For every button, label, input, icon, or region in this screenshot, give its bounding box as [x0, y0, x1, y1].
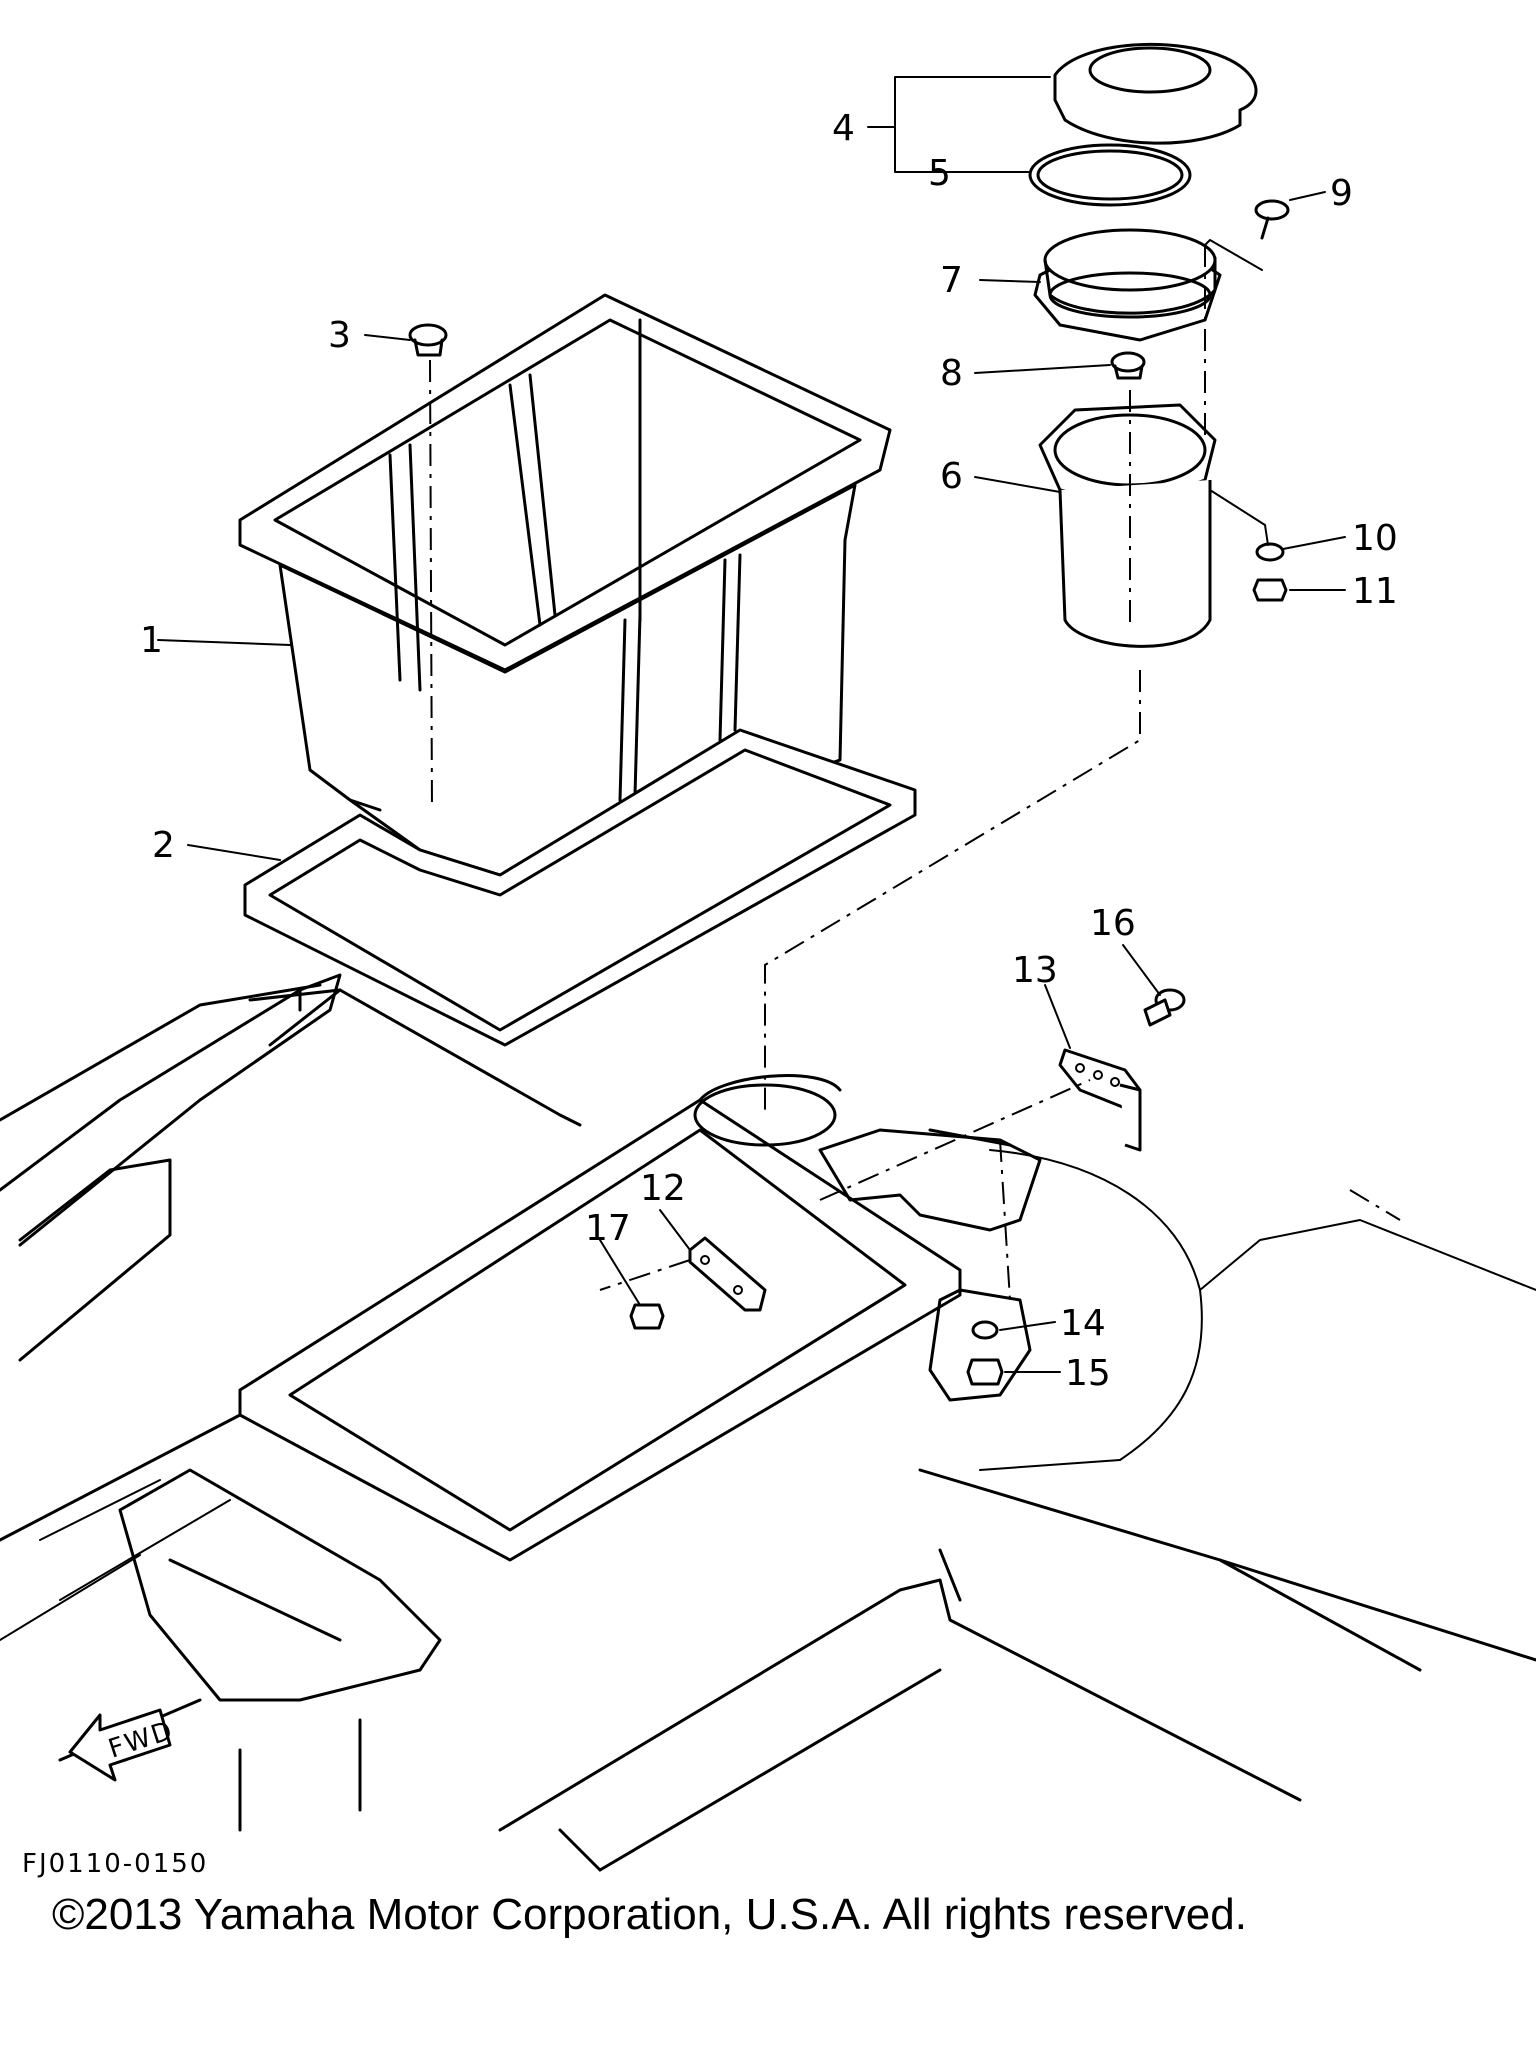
- nut-11: [1252, 578, 1288, 602]
- leader-latch-line: [819, 1079, 1091, 1201]
- latch-plate: [688, 1236, 767, 1312]
- callout-7: 7: [940, 260, 963, 301]
- screw-9: [1254, 199, 1290, 240]
- leader-dash-12: [599, 1259, 691, 1291]
- callout-3: 3: [328, 315, 351, 356]
- plug-8: [1110, 351, 1146, 380]
- copyright-notice: ©2013 Yamaha Motor Corporation, U.S.A. A…: [52, 1890, 1247, 1939]
- leader-9-bend: [1204, 239, 1263, 271]
- callout-16: 16: [1090, 903, 1136, 944]
- callout-5: 5: [928, 153, 951, 194]
- drain-plug-3: [408, 323, 448, 357]
- callout-17: 17: [585, 1208, 631, 1249]
- nut-17: [629, 1303, 665, 1330]
- callout-12: 12: [640, 1168, 686, 1209]
- callout-13: 13: [1012, 950, 1058, 991]
- bolt-16: [1143, 988, 1186, 1027]
- hook-bracket: [1058, 1048, 1142, 1152]
- leader-dash-3: [429, 359, 433, 811]
- callout-1: 1: [140, 620, 163, 661]
- callout-2: 2: [152, 825, 175, 866]
- fwd-arrow-icon: FWD: [68, 1708, 178, 1782]
- callout-15: 15: [1065, 1353, 1111, 1394]
- callout-4: 4: [832, 108, 855, 149]
- filler-neck: [1033, 228, 1222, 342]
- filler-cap: [1053, 42, 1258, 145]
- storage-box-mat: [243, 728, 917, 1047]
- leader-10-bend: [1209, 489, 1269, 546]
- callout-11: 11: [1352, 571, 1398, 612]
- callout-10: 10: [1352, 518, 1398, 559]
- washer-14: [971, 1320, 999, 1340]
- nut-15: [966, 1358, 1004, 1386]
- figure-code: FJ0110-0150: [22, 1849, 208, 1879]
- callout-8: 8: [940, 353, 963, 394]
- callout-leaders: [157, 76, 1346, 1373]
- fuel-container: [1038, 390, 1217, 648]
- hull-deck-outline: [0, 973, 1536, 1872]
- washer-10: [1255, 542, 1285, 562]
- callout-6: 6: [940, 456, 963, 497]
- cap-gasket: [1028, 143, 1192, 207]
- callout-9: 9: [1330, 173, 1353, 214]
- leader-fill-line: [764, 670, 1141, 1110]
- leader-dash-13: [999, 1139, 1011, 1301]
- callout-14: 14: [1060, 1303, 1106, 1344]
